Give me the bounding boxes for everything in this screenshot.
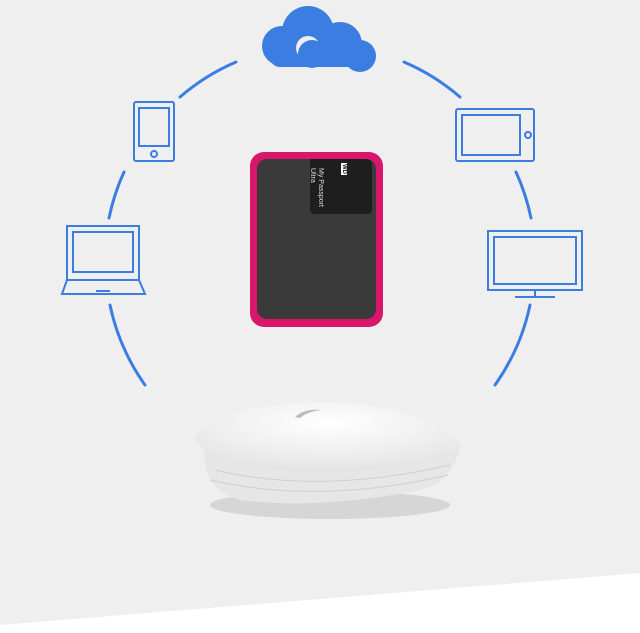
external-hard-drive [250, 152, 383, 327]
monitor-icon [487, 230, 583, 298]
drive-brand-logo: WD [341, 163, 347, 175]
connection-ring [107, 60, 533, 387]
floor-highlight [0, 573, 640, 633]
drive-model: My Passport [317, 168, 324, 207]
laptop-icon [60, 225, 147, 295]
cloud-icon [262, 6, 376, 72]
tablet-portrait-icon [133, 101, 175, 162]
drive-model-label: My Passport Ultra [308, 168, 324, 207]
wireless-router [195, 401, 462, 519]
tablet-landscape-icon [455, 108, 535, 162]
drive-edition: Ultra [309, 168, 316, 183]
